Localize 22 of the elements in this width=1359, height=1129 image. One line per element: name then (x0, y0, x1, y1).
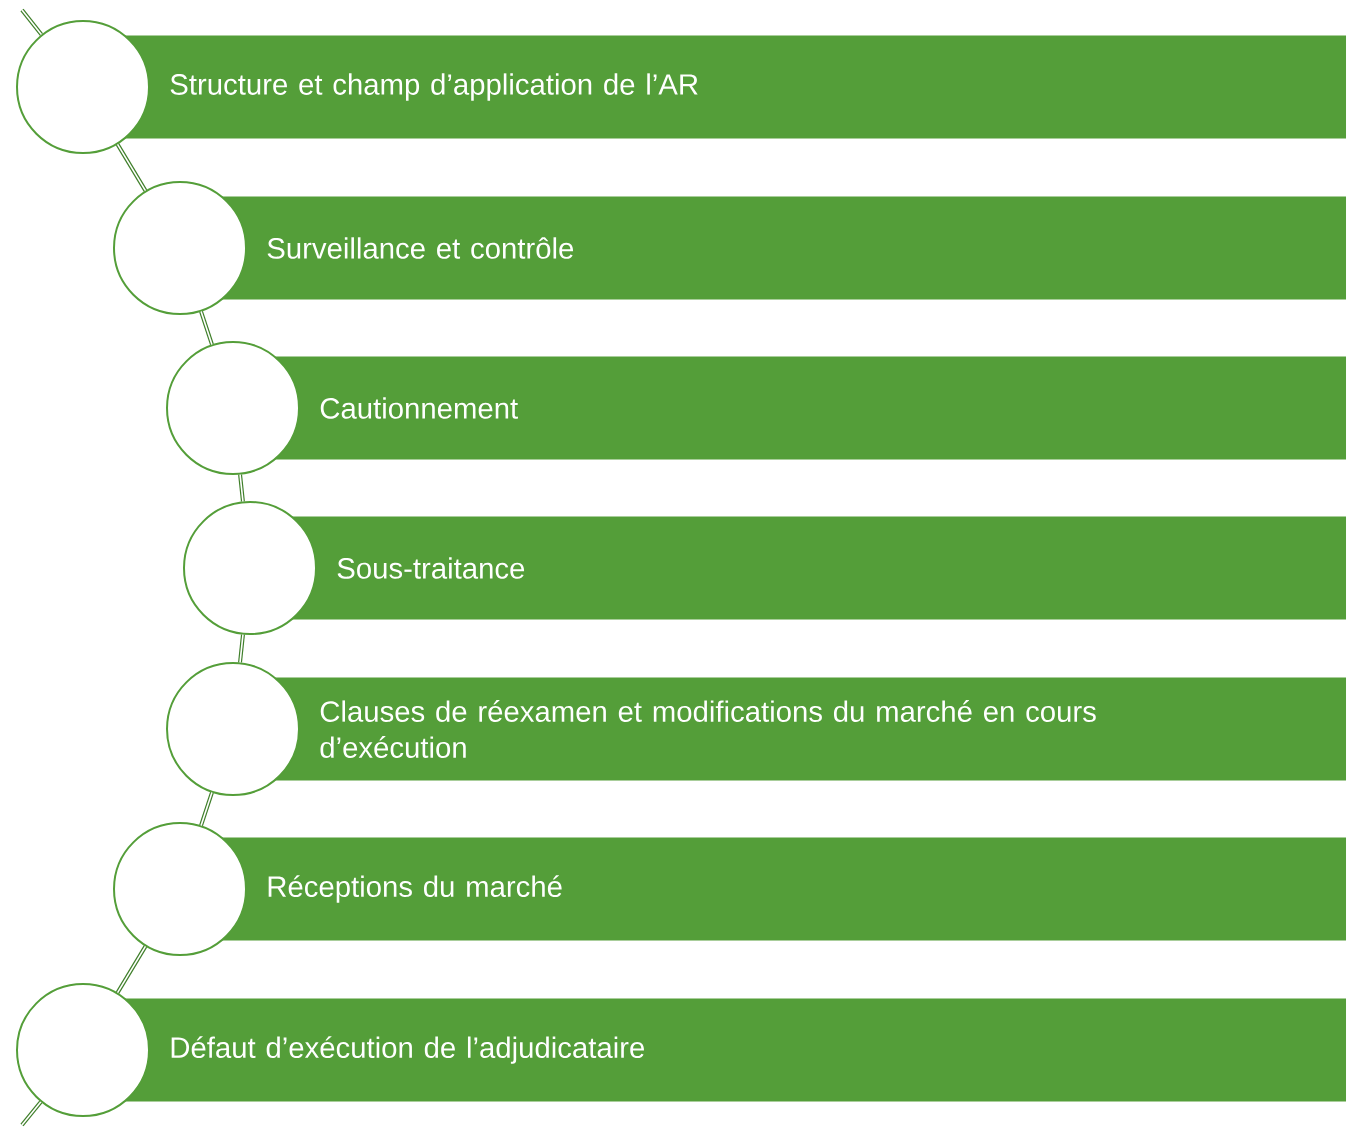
connector-line (115, 143, 148, 192)
connector-line (199, 791, 214, 827)
connector-line (20, 1100, 43, 1127)
circle (16, 983, 150, 1117)
circle (113, 822, 247, 956)
list-bar: Surveillance et contrôle (221, 196, 1346, 300)
circle (16, 20, 150, 154)
connector-line (199, 310, 214, 346)
list-bar: Réceptions du marché (221, 837, 1346, 941)
circle (166, 662, 300, 796)
list-bar: Clauses de réexamen et modifications du marché en cours d’exécution (274, 677, 1346, 781)
list-bar: Sous-traitance (291, 516, 1346, 620)
list-bar: Structure et champ d’application de l’AR (124, 35, 1346, 139)
connector-line (238, 633, 245, 664)
connector-line (115, 945, 148, 994)
circle (113, 181, 247, 315)
circle (183, 501, 317, 635)
list-bar: Cautionnement (274, 356, 1346, 460)
circle (166, 341, 300, 475)
connector-line (20, 8, 43, 36)
connector-line (238, 473, 245, 503)
list-bar: Défaut d’exécution de l’adjudicataire (124, 998, 1346, 1102)
